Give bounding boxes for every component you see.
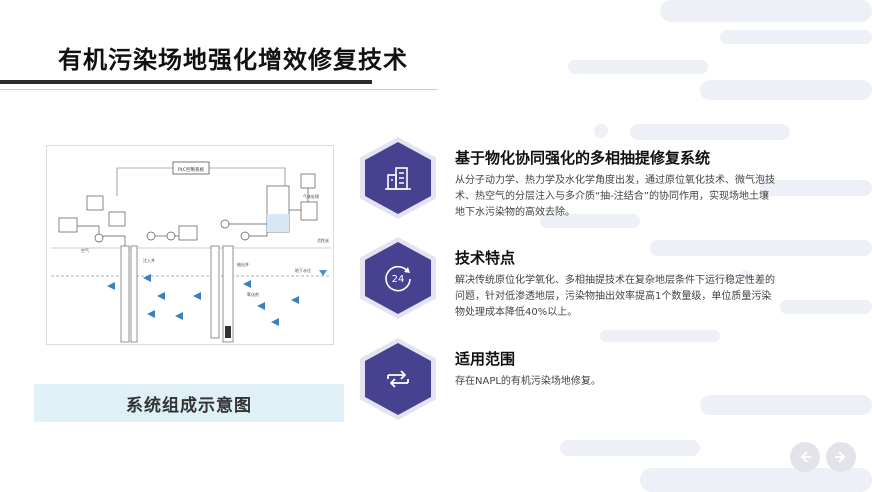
decor-streak — [700, 395, 872, 415]
exchange-arrows-icon — [387, 370, 409, 388]
decor-streak — [540, 214, 640, 228]
decor-streak — [720, 30, 872, 44]
title-underline — [0, 80, 372, 84]
24-hours-icon: 24 — [385, 265, 411, 292]
title-divider — [0, 89, 438, 90]
decor-streak — [760, 180, 872, 196]
system-diagram-svg: PLC控制系统 空气 注入井 气体处理 活性炭 — [51, 161, 331, 343]
feature-block-characteristics: 24 技术特点 解决传统原位化学氧化、多相抽提技术在复杂地层条件下运行稳定性差的… — [360, 237, 780, 319]
system-diagram: PLC控制系统 空气 注入井 气体处理 活性炭 — [46, 145, 334, 345]
feature-title: 适用范围 — [455, 350, 516, 368]
feature-description: 从分子动力学、热力学及水化学角度出发，通过原位氧化技术、微气泡技术、热空气的分层… — [455, 175, 775, 218]
diagram-caption: 系统组成示意图 — [126, 395, 252, 416]
water-level-label: 地下水位 — [295, 267, 311, 273]
activated-carbon-label: 活性炭 — [317, 237, 329, 243]
buildings-icon — [385, 167, 411, 190]
feature-description: 存在NAPL的有机污染场地修复。 — [455, 376, 601, 387]
arrow-right-icon — [835, 451, 846, 463]
24-hours-text: 24 — [392, 274, 405, 285]
feature-block-system: 基于物化协同强化的多相抽提修复系统 从分子动力学、热力学及水化学角度出发，通过原… — [360, 137, 780, 219]
oxidant-label: 氧化剂 — [247, 291, 259, 297]
decor-streak — [650, 240, 872, 256]
decor-streak — [560, 440, 700, 456]
feature-title: 技术特点 — [455, 249, 516, 267]
decor-streak — [700, 80, 872, 100]
decor-dot — [632, 62, 644, 74]
decor-dot — [594, 124, 608, 138]
feature-block-scope: 适用范围 存在NAPL的有机污染场地修复。 — [360, 338, 780, 420]
air-label: 空气 — [81, 247, 89, 253]
decor-streak — [640, 468, 872, 492]
arrow-left-icon — [800, 451, 811, 463]
decor-streak — [630, 124, 790, 140]
decor-dot — [740, 270, 752, 282]
previous-button[interactable] — [790, 442, 820, 472]
decor-streak — [600, 330, 720, 342]
feature-title: 基于物化协同强化的多相抽提修复系统 — [455, 149, 711, 167]
page-title: 有机污染场地强化增效修复技术 — [58, 46, 408, 74]
plc-label: PLC控制系统 — [178, 166, 205, 173]
next-button[interactable] — [826, 442, 856, 472]
gas-treatment-label: 气体处理 — [303, 193, 319, 199]
injection-well-label: 注入井 — [143, 257, 155, 263]
feature-hexagon — [360, 137, 436, 219]
decor-streak — [780, 300, 872, 314]
diagram-caption-box: 系统组成示意图 — [34, 384, 344, 422]
decor-streak — [660, 0, 872, 22]
extraction-well-label: 抽出井 — [237, 261, 249, 267]
feature-hexagon: 24 — [360, 237, 436, 319]
feature-hexagon — [360, 338, 436, 420]
feature-description: 解决传统原位化学氧化、多相抽提技术在复杂地层条件下运行稳定性差的问题，针对低渗透… — [455, 275, 775, 318]
